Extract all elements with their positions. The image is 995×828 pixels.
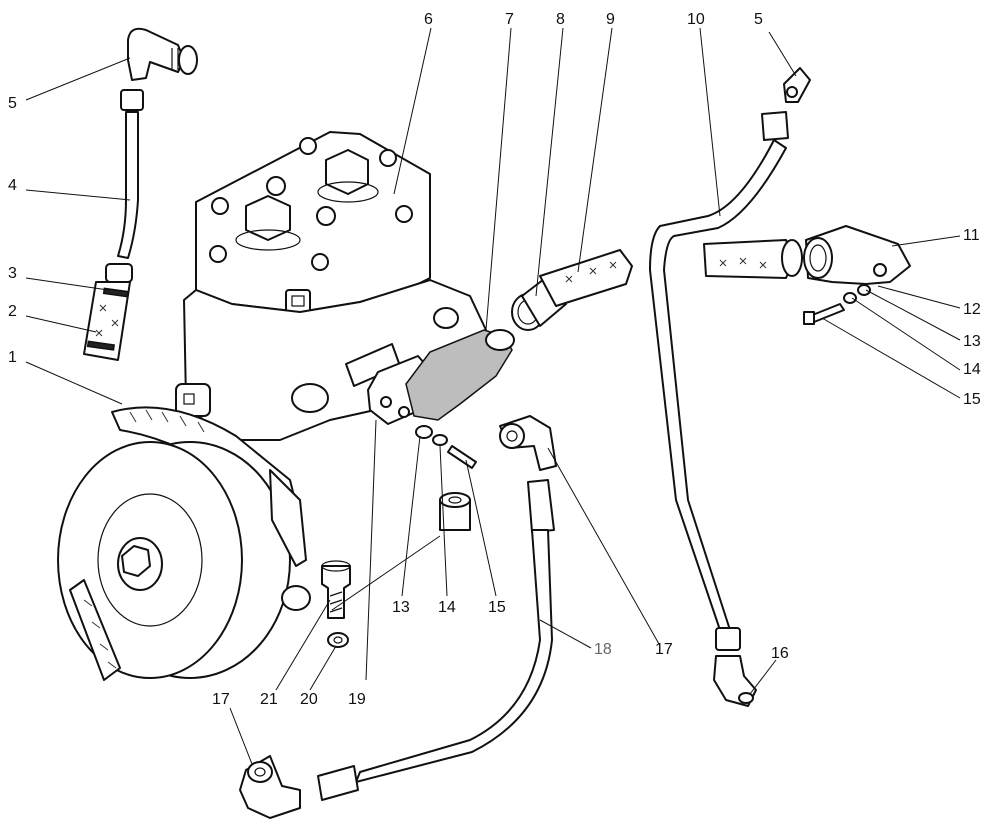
- hex-cap-right: [325, 149, 369, 195]
- hose-clamp: [105, 263, 133, 283]
- callout-10: 10: [687, 11, 705, 28]
- callout-14-right: 14: [963, 361, 981, 378]
- drive-belt-right-strand: [269, 469, 307, 567]
- hex-cap-left: [245, 195, 291, 241]
- block-port-left: [291, 383, 329, 413]
- callout-15-right: 15: [963, 391, 981, 408]
- pipe-connector-bottom: [317, 765, 359, 801]
- block-port-right: [433, 307, 459, 329]
- callout-17-left: 17: [212, 691, 230, 708]
- callout-8: 8: [556, 11, 565, 28]
- left-air-tube-group: [83, 27, 198, 361]
- callout-19: 19: [348, 691, 366, 708]
- long-pipe-group: [649, 67, 811, 707]
- callout-1: 1: [8, 349, 17, 366]
- pipe-nut-top: [761, 111, 789, 141]
- pipe-connector-top: [527, 479, 555, 533]
- sleeve-band-top: [102, 287, 130, 298]
- air-tube: [117, 111, 139, 259]
- callout-7: 7: [505, 11, 514, 28]
- callout-6: 6: [424, 11, 433, 28]
- flange-bolt: [447, 445, 477, 469]
- callout-13-right: 13: [963, 333, 981, 350]
- head-bolts: [209, 137, 413, 271]
- elbow-fitting-top-right: [783, 67, 811, 103]
- head-port: [285, 289, 311, 313]
- drive-belt-front-strand: [69, 579, 121, 681]
- callout-18: 18: [594, 641, 612, 658]
- mount-bolt: [321, 565, 351, 619]
- right-hose-section: [703, 239, 795, 279]
- spring-washer: [327, 632, 349, 648]
- pulley-assembly: [57, 406, 311, 681]
- callout-9: 9: [606, 11, 615, 28]
- pulley-mount-lug: [281, 585, 311, 611]
- mount-bolt-group: [321, 560, 351, 648]
- intake-hose-group: [511, 249, 633, 331]
- callout-15-center: 15: [488, 599, 506, 616]
- outlet-elbow-group: [367, 329, 515, 469]
- callout-17-right: 17: [655, 641, 673, 658]
- callout-20: 20: [300, 691, 318, 708]
- sleeve-band-bottom: [86, 340, 115, 351]
- hose-end-ring: [781, 239, 803, 277]
- right-hose-union-group: [703, 225, 911, 325]
- flat-washer: [415, 425, 433, 439]
- callout-21: 21: [260, 691, 278, 708]
- elbow-nipple: [178, 45, 198, 75]
- callout-4: 4: [8, 177, 17, 194]
- outlet-elbow: [405, 329, 513, 421]
- lock-washer: [432, 434, 448, 446]
- long-pipe: [649, 139, 787, 631]
- callout-5-top-left: 5: [8, 95, 17, 112]
- callout-labels: 5 4 3 2 1 6 7 8 9 10 5 11 12 13 14 15 13…: [8, 11, 981, 708]
- union-nut: [120, 89, 144, 111]
- union-bolt: [809, 303, 845, 323]
- spacer-group: [439, 492, 471, 531]
- callout-11: 11: [963, 227, 980, 244]
- callout-14-center: 14: [438, 599, 456, 616]
- intake-hose: [539, 249, 633, 307]
- callout-2: 2: [8, 303, 17, 320]
- union-washer-a: [857, 284, 871, 296]
- callout-12: 12: [963, 301, 981, 318]
- elbow-fitting-top-left: [127, 27, 185, 81]
- lower-pipe: [355, 529, 553, 783]
- callout-13-center: 13: [392, 599, 410, 616]
- callout-16: 16: [771, 645, 789, 662]
- lower-pipe-group: [239, 415, 557, 819]
- pipe-nut-bottom: [715, 627, 741, 651]
- union-washer-b: [843, 292, 857, 304]
- outlet-elbow-mouth: [485, 329, 515, 351]
- callout-5-top-right: 5: [754, 11, 763, 28]
- leader-lines: [25, 27, 961, 765]
- callout-3: 3: [8, 265, 17, 282]
- pulley-nut: [121, 545, 151, 577]
